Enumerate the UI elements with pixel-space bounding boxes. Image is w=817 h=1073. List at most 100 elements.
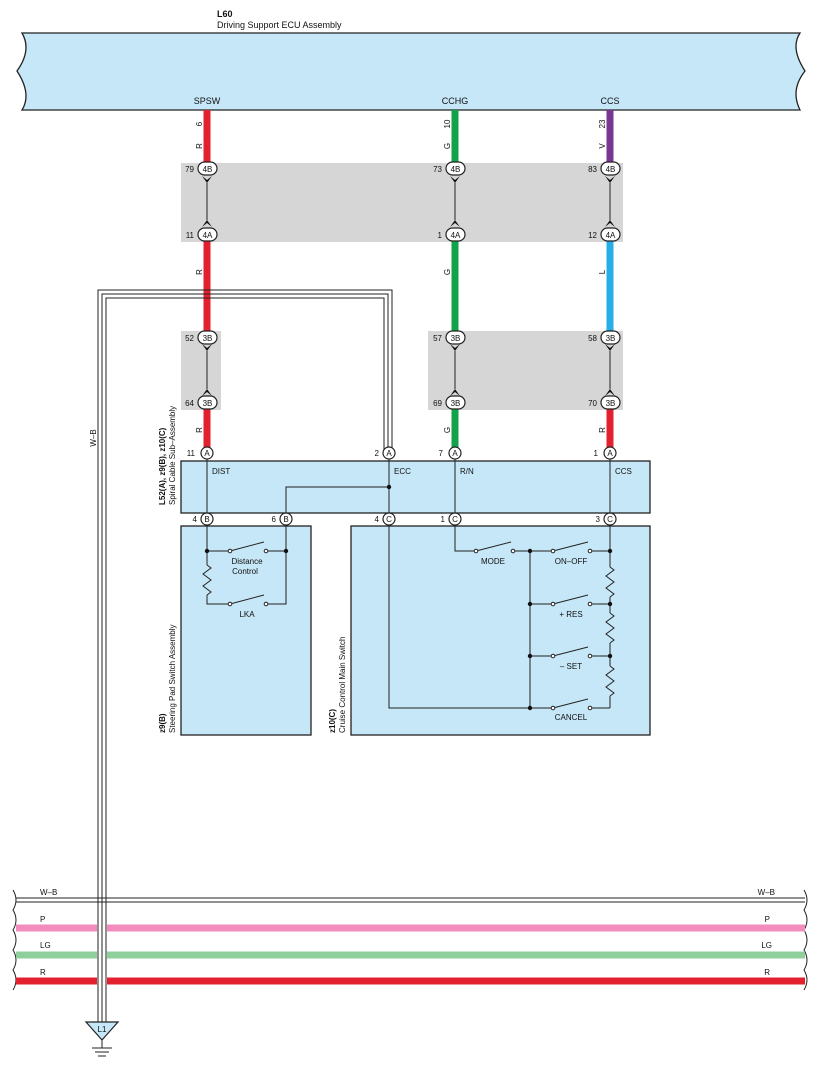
svg-text:1: 1 <box>438 231 443 240</box>
pin-4b-cchg: 4B 73 <box>433 161 466 176</box>
svg-text:12: 12 <box>588 231 597 240</box>
ground-point-label: L1 <box>98 1025 107 1034</box>
bus-label-wb-left: W–B <box>40 888 57 897</box>
svg-text:4A: 4A <box>451 231 461 240</box>
wire-color-ccs-mid: L <box>598 269 607 274</box>
bus-label-r-right: R <box>764 968 770 977</box>
spiral-cable-box <box>180 460 651 514</box>
wire-label-spsw-top: 6 <box>195 121 204 126</box>
switch-on-off-label: ON–OFF <box>555 557 588 566</box>
svg-text:A: A <box>452 449 458 458</box>
switch-mode-label: MODE <box>481 557 505 566</box>
svg-text:58: 58 <box>588 334 597 343</box>
steering-pad-circuit <box>202 525 287 605</box>
switch-res-label: + RES <box>559 610 582 619</box>
ground-icon <box>84 1021 120 1057</box>
svg-text:A: A <box>607 449 613 458</box>
junction-dot <box>386 484 392 490</box>
switch-distance-label-2: Control <box>232 567 258 576</box>
svg-text:69: 69 <box>433 399 442 408</box>
svg-text:3B: 3B <box>203 334 213 343</box>
svg-text:B: B <box>283 515 288 524</box>
ecu-terminal-spsw: SPSW <box>194 96 221 106</box>
wire-color-cchg-low: G <box>443 427 452 433</box>
ecu-name: Driving Support ECU Assembly <box>217 20 342 30</box>
bus-label-lg-left: LG <box>40 941 51 950</box>
svg-text:3B: 3B <box>606 399 616 408</box>
svg-text:73: 73 <box>433 165 442 174</box>
pin-4a-cchg: 4A 1 <box>438 227 466 242</box>
wire-color-cchg-mid: G <box>443 269 452 275</box>
bus-label-r-left: R <box>40 968 46 977</box>
pin-4a-ccs: 4A 12 <box>588 227 621 242</box>
spiral-internal-wiring <box>206 459 611 513</box>
svg-text:C: C <box>452 515 458 524</box>
cruise-switch-nodes <box>473 548 613 711</box>
ecu-terminal-ccs: CCS <box>600 96 619 106</box>
bus-label-p-left: P <box>40 915 45 924</box>
ecu-body <box>16 32 806 111</box>
pin-3b-spsw-down: 3B 64 <box>185 395 218 410</box>
svg-text:3B: 3B <box>451 334 461 343</box>
svg-text:1: 1 <box>594 449 599 458</box>
ecu-code: L60 <box>217 9 233 19</box>
svg-text:3B: 3B <box>606 334 616 343</box>
svg-text:C: C <box>386 515 392 524</box>
pin-3b-cchg-up: 3B 57 <box>433 330 466 345</box>
ground-wire-label: W–B <box>89 429 98 446</box>
svg-text:83: 83 <box>588 165 597 174</box>
wire-color-cchg-top: G <box>443 143 452 149</box>
svg-text:4: 4 <box>375 515 380 524</box>
pin-3b-cchg-down: 3B 69 <box>433 395 466 410</box>
pin-3b-spsw-up: 3B 52 <box>185 330 218 345</box>
pin-4b-ccs: 4B 83 <box>588 161 621 176</box>
pin-3b-ccs-down: 3B 70 <box>588 395 621 410</box>
harness-wires <box>203 110 614 452</box>
svg-text:4A: 4A <box>606 231 616 240</box>
spiral-bottom-pins: B 4 B 6 C 4 C 1 C 3 <box>193 512 617 526</box>
svg-text:4B: 4B <box>451 165 461 174</box>
ecu-terminal-cchg: CCHG <box>442 96 469 106</box>
svg-text:3: 3 <box>596 515 601 524</box>
cruise-switch-box <box>350 525 651 736</box>
junction-connector-4 <box>181 163 623 242</box>
steering-pad-box <box>180 525 312 736</box>
svg-text:11: 11 <box>186 231 195 240</box>
bus-break-left <box>12 889 17 991</box>
bus-break-right <box>803 889 808 991</box>
cruise-switch-name: Cruise Control Main Switch <box>338 637 347 733</box>
wire-color-spsw-mid: R <box>195 269 204 275</box>
svg-text:4A: 4A <box>203 231 213 240</box>
pin-3b-ccs-up: 3B 58 <box>588 330 621 345</box>
svg-text:57: 57 <box>433 334 442 343</box>
switch-set-label: – SET <box>560 662 582 671</box>
ground-wire-wb <box>97 289 393 1022</box>
svg-text:7: 7 <box>439 449 444 458</box>
svg-text:4: 4 <box>193 515 198 524</box>
wire-color-spsw-top: R <box>195 143 204 149</box>
spiral-cable-name: Spiral Cable Sub–Assembly <box>168 406 177 505</box>
connector-3-pins: 3B 52 3B 57 3B 58 3B 64 3B 69 3B 70 <box>185 330 621 410</box>
wire-label-cchg-top: 10 <box>443 119 452 128</box>
bus-label-wb-right: W–B <box>758 888 775 897</box>
svg-text:B: B <box>204 515 209 524</box>
bus-label-p-right: P <box>765 915 770 924</box>
connector-4-pins: 4B 79 4B 73 4B 83 4A 11 4A 1 4A 12 <box>185 161 621 242</box>
wire-color-ccs-top: V <box>598 143 607 149</box>
wire-color-ccs-low: R <box>598 427 607 433</box>
switch-cancel-label: CANCEL <box>555 713 588 722</box>
switch-lka-label: LKA <box>239 610 255 619</box>
spiral-top-pins: A 11 DIST A 2 ECC A 7 R/N A 1 CCS <box>187 446 632 476</box>
svg-text:52: 52 <box>185 334 194 343</box>
pin-4b-spsw: 4B 79 <box>185 161 218 176</box>
svg-text:A: A <box>204 449 210 458</box>
svg-text:70: 70 <box>588 399 597 408</box>
wire-color-spsw-low: R <box>195 427 204 433</box>
spiral-cable-code: L52(A), z9(B), z10(C) <box>158 427 167 505</box>
terminal-rn: R/N <box>460 467 474 476</box>
wire-label-ccs-top: 23 <box>598 119 607 128</box>
svg-text:3B: 3B <box>451 399 461 408</box>
svg-text:C: C <box>607 515 613 524</box>
steering-pad-code: z9(B) <box>158 713 167 733</box>
